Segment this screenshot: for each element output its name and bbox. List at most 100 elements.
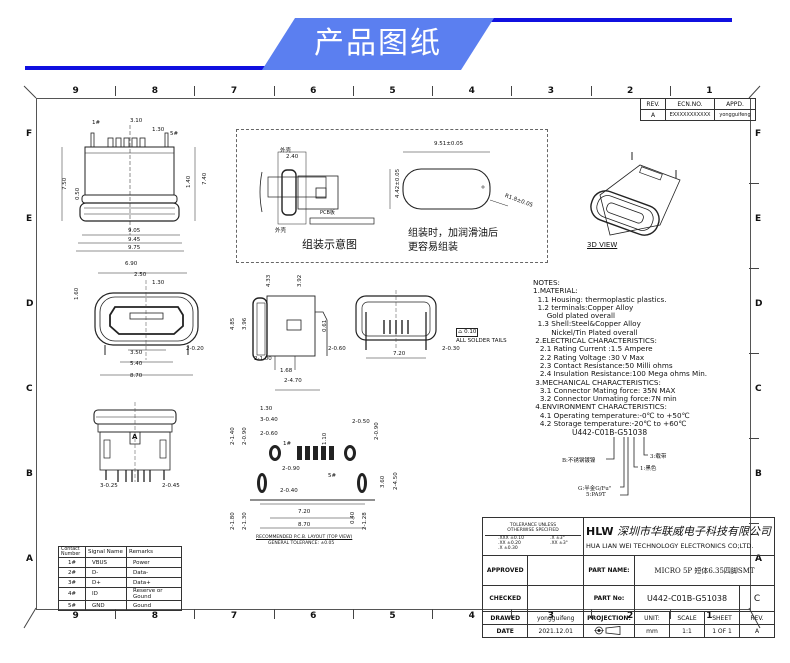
pcb-dim-3-60: 3.60: [380, 475, 386, 488]
approved-label: APPROVED: [481, 555, 529, 586]
unit-value: mm: [634, 624, 670, 638]
drawing-frame: [36, 98, 751, 610]
note-line: 2.4 Insulation Resistance:100 Mega ohms …: [533, 369, 708, 379]
note-line: 1.1 Housing: thermoplastic plastics.: [533, 294, 667, 304]
approved-value: [527, 555, 584, 586]
assembly-drawing: [259, 151, 509, 225]
note-line: 3.MECHANICAL CHARACTERISTICS:: [533, 377, 661, 387]
part-no-label: PART No:: [583, 585, 635, 612]
company-name-cn: 深圳市华联威电子科技有限公司: [617, 525, 771, 538]
tolerance-title-2: OTHERWISE SPECIFIED: [507, 527, 559, 533]
dim-3-0-25: 3-0.25: [100, 483, 118, 489]
pin-signal: D+: [85, 577, 127, 588]
dim-7-20: 7.20: [393, 351, 406, 357]
dim-0-61: 0.61: [322, 319, 328, 332]
pin-row: 2#D-Data-: [58, 567, 182, 578]
frame-column-top: 3: [547, 86, 555, 96]
3d-view-drawing: [590, 152, 681, 236]
dim-7-50: 7.50: [62, 177, 68, 190]
note-line: 3.2 Connector Unmating force:7N min: [533, 394, 677, 404]
part-name-label: PART NAME:: [583, 555, 635, 586]
pin-remark: Data-: [126, 567, 182, 578]
frame-tick: [432, 609, 434, 619]
lubricant-note-1: 组装时，加润滑油后: [408, 228, 498, 239]
frame-column-top: 9: [72, 86, 79, 96]
rev-header: REV.: [640, 98, 666, 110]
frame-tick: [194, 609, 196, 619]
pcb-dim-2-1-30: 2-1.30: [242, 512, 248, 530]
note-line: 4.1 Operating temperature:-0℃ to +50℃: [533, 410, 690, 420]
dim-9-75: 9.75: [128, 245, 141, 251]
assembly-box: [236, 129, 548, 263]
pcb-dim-2-0-40: 2-0.40: [280, 488, 298, 494]
pin-signal: VBUS: [85, 557, 127, 568]
shell-label-top: 外壳: [280, 148, 292, 154]
solder-tolerance-box: ⌓ 0.10: [456, 328, 479, 337]
frame-tick: [432, 86, 434, 96]
pcb-pin1: 1#: [283, 441, 292, 447]
frame-row-right: F: [755, 128, 762, 139]
pcb-caption-1: RECOMMENDED P.C.B. LAYOUT (TOP VIEW): [256, 535, 353, 540]
note-line: 2.1 Rating Current :1.5 Ampere: [533, 344, 653, 354]
dim-7-40: 7.40: [202, 172, 208, 185]
dim-1-68: 1.68: [280, 368, 293, 374]
dim-4-85: 4.85: [230, 317, 236, 330]
dim-3-96: 3.96: [242, 317, 248, 330]
ang-x: .X ±3°: [550, 535, 565, 541]
pcb-dim-8-70: 8.70: [298, 522, 311, 528]
frame-tick: [749, 268, 759, 269]
frame-column-top: 5: [389, 86, 396, 96]
dim-4-33: 4.33: [266, 274, 272, 287]
appd-value: yongguifeng: [714, 109, 756, 121]
pcb-dim-0-40: 0.40: [350, 511, 356, 524]
pin-remark: Gound: [126, 600, 182, 611]
dim-3-10: 3.10: [130, 118, 143, 124]
pin5-label: 5#: [170, 131, 179, 137]
checked-value: [527, 585, 584, 612]
dim-3-92: 3.92: [297, 274, 303, 287]
pin-row: 3#D+Data+: [58, 577, 182, 588]
pin-signal: ID: [85, 587, 127, 601]
pin-table: Contact Number Signal Name Remarks 1#VBU…: [58, 546, 182, 611]
pin-number: 2#: [58, 567, 86, 578]
frame-column-bottom: 4: [468, 611, 475, 621]
pcb-dim-1-30: 1.30: [260, 406, 273, 412]
dim-2-4-70: 2-4.70: [284, 378, 302, 384]
company-name-en: HUA LIAN WEI TECHNOLOGY ELECTRONICS CO;L…: [586, 542, 754, 550]
frame-column-top: 2: [627, 86, 634, 96]
dim-width: 9.51±0.05: [434, 141, 464, 147]
pcb-dim-2-1-40: 2-1.40: [230, 427, 236, 445]
rev-value-tb: A: [739, 624, 775, 638]
pcb-caption-2: GENERAL TOLERANCE: ±0.05: [268, 541, 335, 546]
note-line: 2.ELECTRICAL CHARACTERISTICS:: [533, 336, 657, 346]
dim-2-40: 2.40: [286, 154, 299, 160]
frame-tick: [194, 86, 196, 96]
pin-header-remarks: Remarks: [126, 546, 182, 558]
sheet-value: 1 OF 1: [704, 624, 740, 638]
frame-column-bottom: 5: [389, 611, 396, 621]
date-value: 2021.12.01: [527, 624, 584, 638]
dim-2-0-45: 2-0.45: [162, 483, 180, 489]
page-title: 产品图纸: [314, 26, 442, 61]
scale-label: SCALE: [669, 611, 705, 625]
tol-x: .X ±0.30: [498, 545, 518, 551]
revision-table: REV. ECN.NO. APPD. A EXXXXXXXXXXX yonggu…: [640, 98, 756, 121]
dim-height: 4.42±0.05: [395, 168, 401, 198]
tolerance-cell: TOLERANCE UNLESS OTHERWISE SPECIFIED .XX…: [482, 517, 584, 556]
code-legend-g: G:半金G/Fu": [578, 486, 612, 492]
pcb-dim-2-0-50: 2-0.50: [352, 419, 370, 425]
pcb-dim-2-1-80: 2-1.80: [230, 512, 236, 530]
pin-number: 1#: [58, 557, 86, 568]
drawed-value: yongguifeng: [527, 611, 584, 625]
pcb-label: PCB板: [320, 210, 335, 216]
projection-symbol: [583, 624, 635, 638]
frame-tick: [590, 86, 592, 96]
frame-column-bottom: 7: [230, 611, 238, 621]
frame-tick: [511, 86, 513, 96]
frame-row-left: A: [26, 553, 33, 564]
frame-row-right: B: [755, 468, 762, 479]
appd-header: APPD.: [714, 98, 756, 110]
note-line: 4.ENVIRONMENT CHARACTERISTICS:: [533, 402, 667, 412]
